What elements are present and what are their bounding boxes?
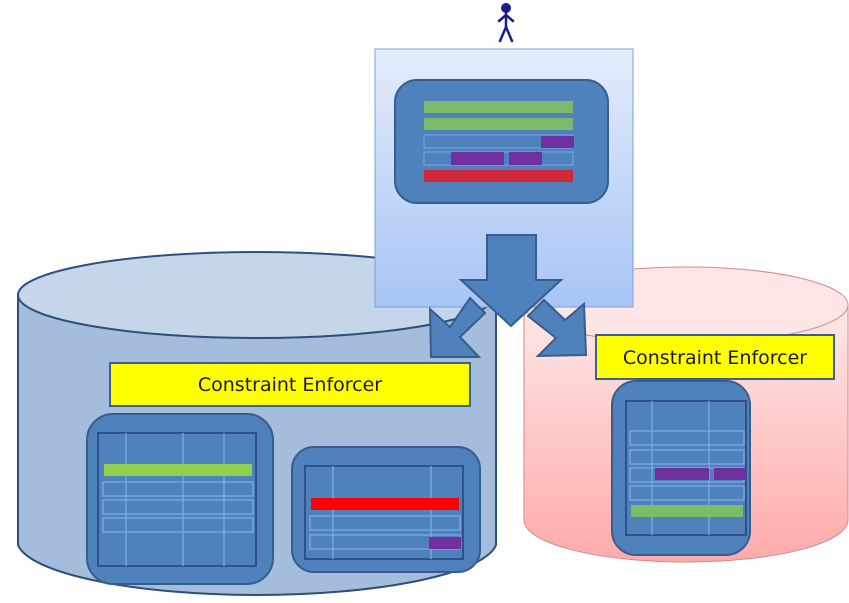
client-form-green-row-2 — [424, 118, 573, 130]
client-form-purple-cell-1 — [541, 136, 574, 148]
table-b-red-row — [311, 498, 459, 510]
person-icon — [497, 3, 515, 43]
client-form-purple-cell-2 — [451, 152, 504, 165]
arrow-down-left-icon — [428, 296, 487, 358]
arrow-down-right-icon — [526, 298, 588, 358]
table-a-green-row — [104, 464, 252, 476]
right-constraint-enforcer: Constraint Enforcer — [595, 334, 835, 380]
client-form — [394, 79, 609, 204]
table-a — [86, 413, 274, 585]
client-form-purple-cell-3 — [509, 152, 542, 165]
right-constraint-enforcer-label: Constraint Enforcer — [623, 347, 807, 369]
table-c-green-row — [631, 505, 743, 517]
table-c-purple-cell-2 — [714, 468, 746, 480]
client-panel — [374, 48, 634, 308]
table-c-purple-cell-1 — [655, 468, 709, 480]
table-b-purple-cell — [429, 537, 461, 549]
left-constraint-enforcer-label: Constraint Enforcer — [198, 374, 382, 396]
table-b — [291, 446, 481, 573]
client-form-red-row — [424, 170, 573, 182]
left-constraint-enforcer: Constraint Enforcer — [109, 362, 471, 407]
client-form-green-row-1 — [424, 101, 573, 113]
arrow-down-icon — [458, 234, 564, 328]
arrows — [428, 234, 588, 358]
table-c — [611, 380, 751, 556]
